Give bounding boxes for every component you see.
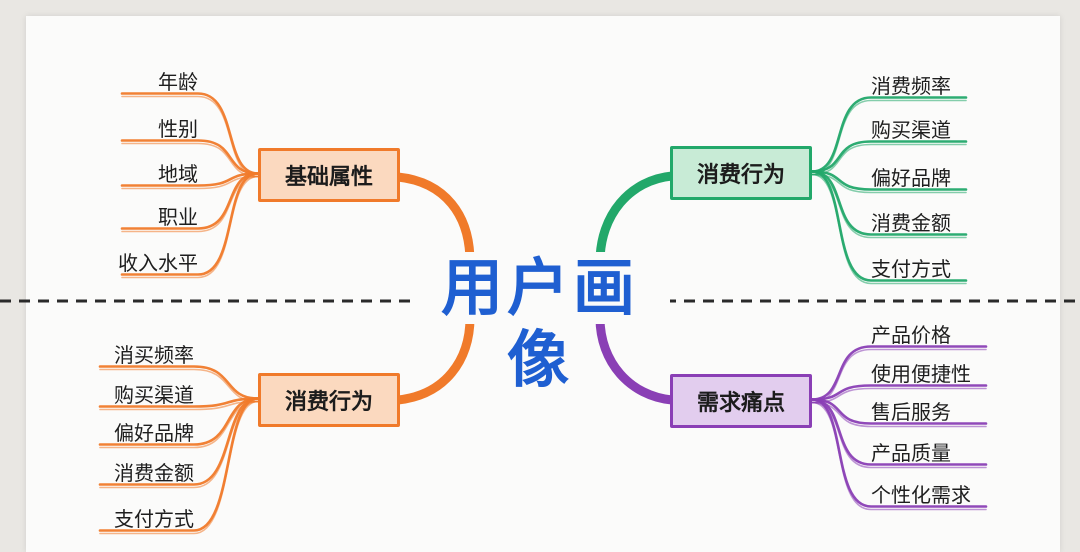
- branch-basic-attributes: 基础属性: [258, 148, 400, 202]
- leaf-line-br-1: [810, 384, 988, 401]
- leaf-line-br-2: [810, 398, 988, 425]
- leaf-brand-preference-right: 偏好品牌: [871, 166, 951, 190]
- leaf-line-tr-1: [810, 140, 968, 173]
- leaf-payment-method-right: 支付方式: [871, 257, 951, 281]
- leaf-line-tl-0: [120, 92, 260, 175]
- leaf-line-tr-4: [811, 173, 967, 285]
- leaf-purchase-channel: 购买渠道: [114, 383, 194, 407]
- center-connectors: [393, 171, 677, 405]
- leaf-product-price: 产品价格: [871, 323, 951, 347]
- leaf-age: 年龄: [158, 70, 198, 94]
- leaf-purchase-channel-right: 购买渠道: [871, 118, 951, 142]
- leaf-purchase-frequency: 消买频率: [114, 343, 194, 367]
- leaf-line-br-4: [811, 401, 987, 511]
- leaf-line-br-0: [810, 345, 988, 401]
- connector-br: [595, 313, 677, 405]
- branch-consumption-behavior-right: 消费行为: [670, 146, 812, 200]
- leaf-consumption-frequency: 消费频率: [871, 74, 951, 98]
- leaf-payment-method: 支付方式: [114, 507, 194, 531]
- connector-bl: [393, 313, 475, 405]
- center-topic: 用户画像: [410, 252, 670, 396]
- leaf-line-tl-4: [121, 175, 259, 279]
- connector-tr: [595, 171, 677, 267]
- branch-pain-points: 需求痛点: [670, 374, 812, 428]
- leaf-after-sales: 售后服务: [871, 400, 951, 424]
- leaf-line-tl-1: [120, 139, 260, 175]
- branch-consumption-behavior-left: 消费行为: [258, 373, 400, 427]
- leaf-region: 地域: [158, 162, 198, 186]
- leaf-line-tr-0: [810, 96, 968, 173]
- leaf-personalization: 个性化需求: [871, 483, 971, 507]
- leaf-line-bl-4: [99, 400, 259, 535]
- leaf-gender: 性别: [158, 117, 198, 141]
- leaf-spending-amount-right: 消费金额: [871, 211, 951, 235]
- connector-tl: [393, 172, 475, 267]
- leaf-line-tl-2: [120, 172, 260, 187]
- leaf-occupation: 职业: [158, 205, 198, 229]
- leaf-product-quality: 产品质量: [871, 441, 951, 465]
- leaf-brand-preference: 偏好品牌: [114, 421, 194, 445]
- leaf-connectors: [98, 92, 988, 535]
- leaf-income: 收入水平: [118, 251, 198, 275]
- leaf-ease-of-use: 使用便捷性: [871, 362, 971, 386]
- leaf-spending-amount: 消费金额: [114, 461, 194, 485]
- leaf-line-bl-0: [98, 365, 260, 400]
- leaf-line-bl-1: [98, 397, 260, 408]
- leaf-line-tr-2: [810, 170, 968, 191]
